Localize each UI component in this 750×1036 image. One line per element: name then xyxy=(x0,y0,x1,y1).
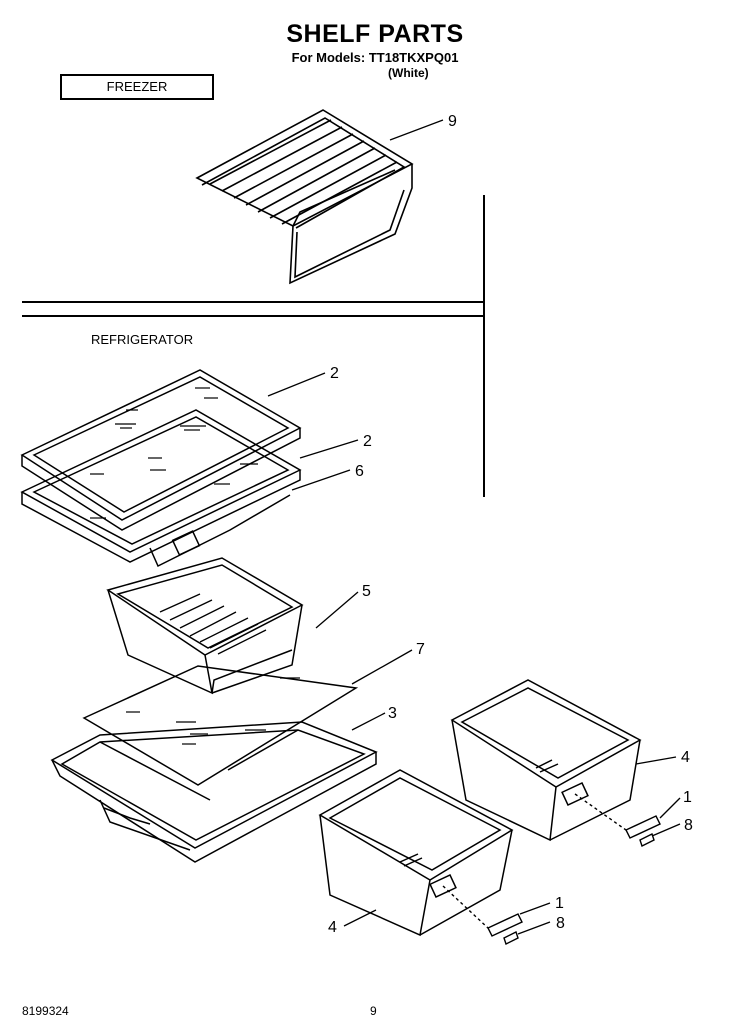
document-number: 8199324 xyxy=(22,1004,69,1018)
callout-8-right: 8 xyxy=(684,817,693,834)
freezer-section-label: FREEZER xyxy=(60,74,214,100)
crisper-drawer-left xyxy=(318,769,514,937)
crisper-drawer-right xyxy=(450,679,642,842)
glass-shelf-upper xyxy=(20,369,302,531)
crisper-glass-panel xyxy=(82,665,359,786)
callout-4-left: 4 xyxy=(328,919,337,936)
glass-shelf-lower xyxy=(20,409,302,568)
callout-6: 6 xyxy=(355,463,364,480)
callout-8-left: 8 xyxy=(556,915,565,932)
freezer-wire-shelf xyxy=(195,109,414,285)
refrigerator-section-label: REFRIGERATOR xyxy=(91,332,194,347)
section-dividers xyxy=(22,195,485,497)
color-variant: (White) xyxy=(388,66,429,80)
callout-7: 7 xyxy=(416,641,425,658)
callout-1-right: 1 xyxy=(683,789,692,806)
callout-9: 9 xyxy=(448,113,457,130)
callout-3: 3 xyxy=(388,705,397,722)
crisper-frame xyxy=(50,721,378,863)
page-number: 9 xyxy=(370,1004,377,1018)
callout-1-left: 1 xyxy=(555,895,564,912)
page-title: SHELF PARTS xyxy=(286,20,464,48)
callout-leaders xyxy=(267,119,681,935)
callout-2-lower: 2 xyxy=(363,433,372,450)
clips-and-screws xyxy=(442,793,661,945)
middle-drawer xyxy=(106,557,304,695)
callout-2-upper: 2 xyxy=(330,365,339,382)
model-line: For Models: TT18TKXPQ01 xyxy=(291,50,459,65)
callout-numbers: 9 2 2 6 5 7 3 4 1 8 4 1 8 xyxy=(328,113,693,936)
callout-4-right: 4 xyxy=(681,749,690,766)
callout-5: 5 xyxy=(362,583,371,600)
